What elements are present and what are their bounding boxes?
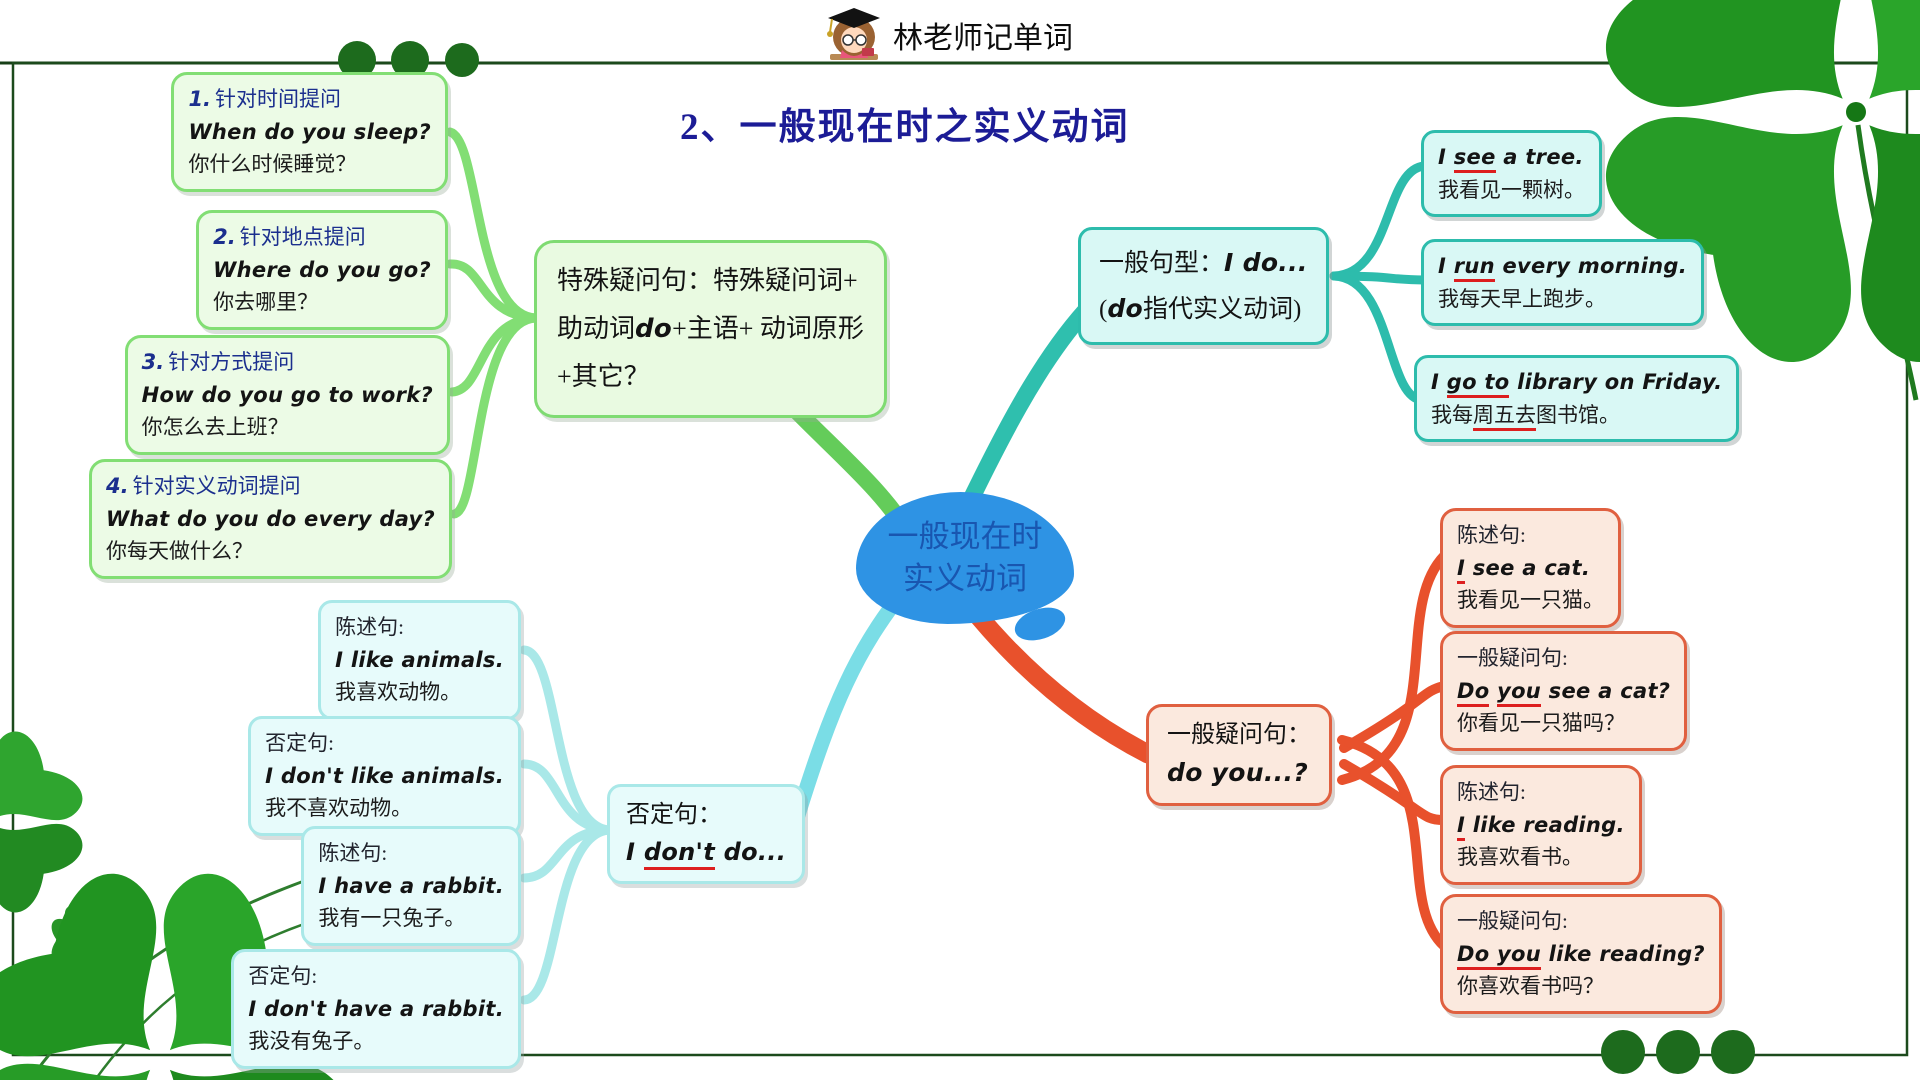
sentence-type-label: 陈述句:	[1457, 780, 1526, 804]
statement-box-see-cat[interactable]: 陈述句: I see a cat. 我看见一只猫。	[1440, 508, 1621, 628]
negative-box-dont-like-animals[interactable]: 否定句: I don't like animals. 我不喜欢动物。	[248, 716, 521, 836]
green-connectors	[445, 127, 541, 519]
negative-title: 否定句：	[626, 802, 722, 828]
clover-top-right	[1584, 0, 1920, 401]
rule-line-2: 助动词do+主语+ 动词原形	[557, 314, 864, 345]
item-label: 针对方式提问	[168, 350, 295, 374]
rule-line-1: 特殊疑问句：特殊疑问词+	[557, 266, 858, 295]
sentence-type-label: 一般疑问句:	[1457, 909, 1568, 933]
english-sentence: I see a tree.	[1438, 141, 1585, 174]
pattern-line-2: (do指代实义动词)	[1099, 294, 1302, 323]
center-node-satellite	[1014, 607, 1066, 641]
example-box-library[interactable]: I go to library on Friday. 我每周五去图书馆。	[1414, 355, 1740, 443]
special-question-parent-box[interactable]: 特殊疑问句：特殊疑问词+ 助动词do+主语+ 动词原形 +其它？	[534, 240, 887, 419]
page-frame	[0, 61, 1920, 1057]
chinese-translation: 我有一只兔子。	[318, 906, 466, 931]
chinese-translation: 我喜欢看书。	[1457, 845, 1583, 870]
item-number: 2.	[213, 225, 236, 249]
teacher-avatar-icon	[827, 8, 880, 60]
negative-box-dont-have-rabbit[interactable]: 否定句: I don't have a rabbit. 我没有兔子。	[231, 949, 521, 1069]
negative-parent-box[interactable]: 否定句： I don't do...	[607, 784, 806, 885]
statement-box-like-reading[interactable]: 陈述句: I like reading. 我喜欢看书。	[1440, 765, 1642, 885]
item-number: 1.	[188, 87, 212, 111]
example-box-run[interactable]: I run every morning. 我每天早上跑步。	[1421, 239, 1705, 327]
item-label: 针对时间提问	[215, 87, 342, 111]
item-label: 针对地点提问	[239, 225, 366, 249]
center-topic-line2: 实义动词	[903, 561, 1027, 596]
english-sentence: I like reading.	[1457, 809, 1625, 842]
english-sentence: I run every morning.	[1438, 250, 1687, 283]
pattern-line-1: 一般句型：I do...	[1099, 248, 1308, 277]
english-sentence: Do you see a cat?	[1457, 675, 1670, 708]
chinese-translation: 我看见一只猫。	[1457, 588, 1604, 613]
chinese-translation: 你每天做什么？	[105, 539, 253, 564]
english-sentence: I like animals.	[335, 647, 504, 672]
item-label: 针对实义动词提问	[132, 474, 301, 498]
chinese-translation: 我不喜欢动物。	[265, 796, 413, 821]
english-sentence: I see a cat.	[1457, 552, 1604, 585]
cyan-connectors	[519, 645, 615, 1005]
question-box-see-cat[interactable]: 一般疑问句: Do you see a cat? 你看见一只猫吗？	[1440, 631, 1688, 751]
sentence-type-label: 一般疑问句:	[1457, 646, 1568, 670]
chinese-translation: 你怎么去上班？	[141, 415, 289, 440]
english-sentence: Where do you go?	[213, 257, 431, 282]
statement-box-like-animals[interactable]: 陈述句: I like animals. 我喜欢动物。	[318, 600, 521, 720]
english-sentence: Do you like reading?	[1457, 938, 1705, 971]
green-dots-bottom-right	[1601, 1030, 1755, 1074]
page-title: 2、一般现在时之实义动词	[680, 107, 1130, 148]
question-box-place[interactable]: 2. 针对地点提问 Where do you go? 你去哪里？	[196, 210, 448, 330]
brand-title: 林老师记单词	[893, 21, 1073, 56]
chinese-translation: 你去哪里？	[213, 290, 319, 315]
sentence-type-label: 否定句:	[248, 964, 318, 988]
statement-box-have-rabbit[interactable]: 陈述句: I have a rabbit. 我有一只兔子。	[301, 826, 521, 946]
sentence-type-label: 陈述句:	[335, 615, 404, 639]
teal-connectors	[1329, 161, 1429, 405]
chinese-translation: 我喜欢动物。	[335, 680, 462, 705]
english-sentence: I go to library on Friday.	[1431, 366, 1722, 399]
english-sentence: I don't like animals.	[265, 763, 504, 788]
rule-line-3: +其它？	[557, 362, 650, 392]
branch-cyan	[790, 580, 914, 823]
sentence-type-label: 陈述句:	[318, 841, 388, 865]
chinese-translation: 你喜欢看书吗？	[1457, 974, 1604, 999]
chinese-translation: 我没有兔子。	[248, 1029, 375, 1054]
english-sentence: How do you go to work?	[141, 382, 433, 407]
item-number: 3.	[141, 350, 165, 374]
chinese-translation: 我每天早上跑步。	[1438, 286, 1606, 311]
english-sentence: What do you do every day?	[105, 506, 435, 531]
yesno-title: 一般疑问句：	[1167, 722, 1311, 748]
center-topic-node[interactable]: 一般现在时 实义动词	[856, 492, 1074, 624]
yesno-pattern: do you...?	[1167, 758, 1309, 788]
red-connectors	[1337, 551, 1449, 951]
chinese-translation: 你看见一只猫吗？	[1457, 711, 1625, 736]
english-sentence: When do you sleep?	[188, 119, 431, 144]
yesno-parent-box[interactable]: 一般疑问句： do you...?	[1146, 704, 1332, 806]
chinese-translation: 我看见一颗树。	[1438, 177, 1585, 202]
sentence-type-label: 陈述句:	[1457, 523, 1526, 547]
question-box-verb[interactable]: 4. 针对实义动词提问 What do you do every day? 你每…	[88, 459, 452, 579]
chinese-translation: 你什么时候睡觉？	[188, 152, 357, 177]
question-box-manner[interactable]: 3. 针对方式提问 How do you go to work? 你怎么去上班？	[124, 335, 450, 455]
center-topic-line1: 一般现在时	[887, 519, 1043, 555]
green-dots-top-left	[338, 41, 479, 79]
example-box-see-tree[interactable]: I see a tree. 我看见一颗树。	[1421, 130, 1602, 218]
negative-pattern: I don't do...	[626, 834, 786, 871]
sentence-type-label: 否定句:	[265, 731, 335, 755]
question-box-like-reading[interactable]: 一般疑问句: Do you like reading? 你喜欢看书吗？	[1440, 894, 1722, 1014]
english-sentence: I don't have a rabbit.	[248, 996, 504, 1021]
chinese-translation: 我每周五去图书馆。	[1431, 399, 1722, 432]
item-number: 4.	[105, 474, 129, 498]
pattern-parent-box[interactable]: 一般句型：I do... (do指代实义动词)	[1078, 227, 1329, 345]
question-box-time[interactable]: 1. 针对时间提问 When do you sleep? 你什么时候睡觉？	[171, 72, 448, 192]
english-sentence: I have a rabbit.	[318, 873, 504, 898]
